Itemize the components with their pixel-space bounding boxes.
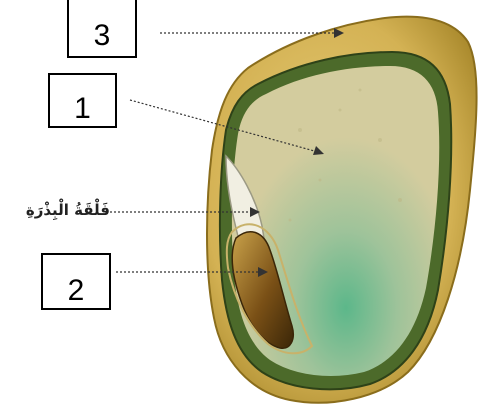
label-box-3: 3 [67, 0, 137, 58]
label-box-1: 1 [48, 73, 117, 128]
label-box-2: 2 [41, 253, 111, 310]
cotyledon-label: فَلْقَةُ الْبِذْرَةِ [2, 196, 110, 224]
